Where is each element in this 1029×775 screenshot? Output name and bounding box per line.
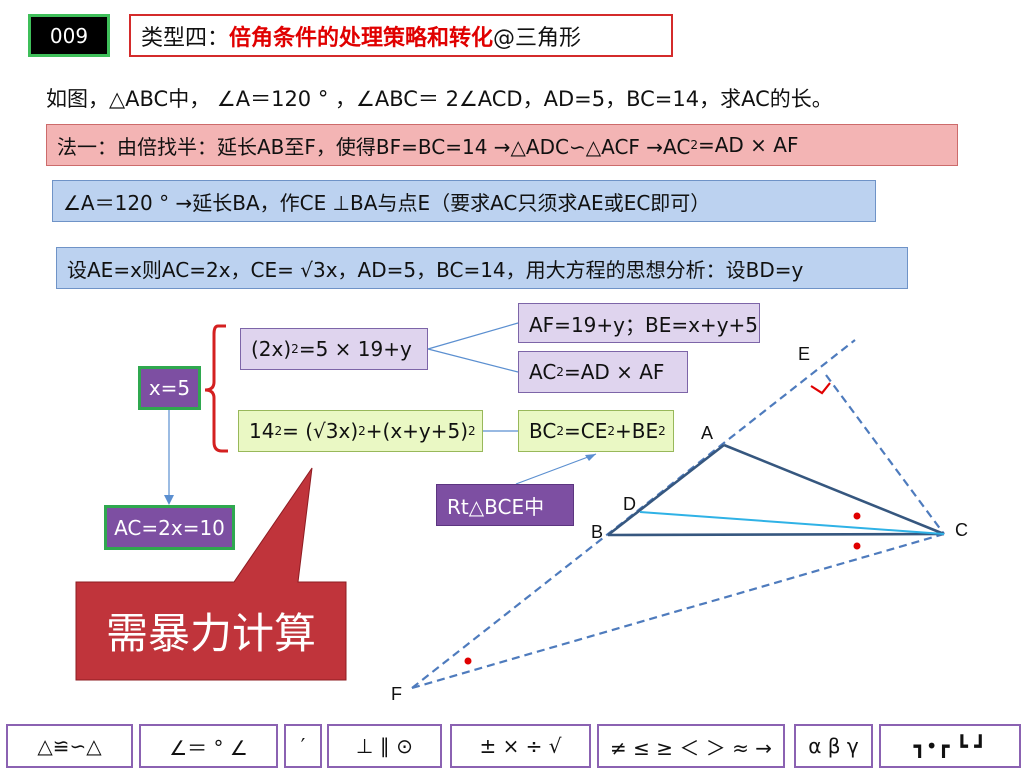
connector-eq1-r1 [427,322,519,350]
r2-text-b: =AD × AF [563,360,665,384]
equation-one: (2x)2=5 × 19+y [240,328,428,370]
eq1-text-a: (2x) [251,337,292,361]
eq2-text-a: 14 [249,419,275,443]
section-title: 类型四： 倍角条件的处理策略和转化 @三角形 [129,14,673,57]
toolbar-triangle-symbols[interactable]: △≌∽△ [6,724,133,768]
result-ac: AC=2x=10 [104,505,235,550]
method-one-text: 法一：由倍找半：延长AB至F，使得BF=BC=14 →△ADC∽△ACF →AC [57,134,691,159]
connector-x5-arrowhead [164,495,174,505]
r3-text-a: BC [529,419,557,443]
segment-DC [639,511,945,535]
relation-af-be: AF=19+y；BE=x+y+5 [518,303,760,343]
toolbar-mark-symbols[interactable]: ┓•┏ ┗ ┛ [879,724,1021,768]
eq2-text-c: +(x+y+5) [365,419,469,443]
red-brace [204,324,228,453]
right-triangle-label: Rt△BCE中 [436,484,574,526]
segment-BC [607,532,945,537]
right-angle-mark [810,382,831,395]
r3-text-b: =CE [563,419,608,443]
point-label-F: F [391,684,402,704]
title-highlight: 倍角条件的处理策略和转化 [229,25,494,51]
point-label-B: B [591,522,604,542]
eq1-text-b: =5 × 19+y [298,337,412,361]
line-EC-dashed [825,374,945,535]
line-FE-dashed [411,339,856,689]
segment-BA [607,443,725,537]
callout-text: 需暴力计算 [105,608,316,658]
line-FC-dashed [411,532,945,690]
problem-statement: 如图，△ABC中， ∠A＝120 ° ，∠ABC＝ 2∠ACD，AD=5，BC=… [46,87,833,111]
point-label-D: D [623,494,636,514]
eq2-text-b: = (√3x) [282,419,359,443]
connector-arrowhead [585,454,596,461]
toolbar-arith-symbols[interactable]: ± × ÷ √ [450,724,591,768]
toolbar-prime-symbol[interactable]: ′ [284,724,322,768]
r2-text-a: AC [529,360,557,384]
method-one-box: 法一：由倍找半：延长AB至F，使得BF=BC=14 →△ADC∽△ACF →AC… [46,124,958,166]
method-three-box: 设AE=x则AC=2x，CE= √3x，AD=5，BC=14，用大方程的思想分析… [56,247,908,289]
point-label-E: E [798,344,811,364]
connector-eq1-r2 [427,348,519,373]
segment-AC [723,443,945,536]
toolbar-compare-symbols[interactable]: ≠ ≤ ≥ ＜ ＞ ≈ → [597,724,785,768]
problem-number-badge: 009 [28,14,110,57]
method-two-box: ∠A＝120 ° →延长BA，作CE ⊥BA与点E（要求AC只须求AE或EC即可… [52,180,876,222]
method-one-text-b: =AD × AF [697,133,799,157]
title-prefix: 类型四： [141,25,230,51]
toolbar-perp-parallel-symbols[interactable]: ⊥ ∥ ⊙ [327,724,442,768]
callout-shape [75,467,347,681]
title-suffix: @三角形 [493,25,582,51]
toolbar-greek-symbols[interactable]: α β γ [794,724,873,768]
r3-text-c: +BE [614,419,659,443]
angle-mark-dot [853,512,861,520]
toolbar-angle-symbols[interactable]: ∠＝ ° ∠ [139,724,278,768]
angle-mark-dot [853,542,861,550]
point-label-C: C [955,520,968,540]
result-x: x=5 [138,366,201,410]
point-label-A: A [701,423,714,443]
angle-mark-dot [464,657,472,665]
connector-rt-r3 [515,453,597,485]
